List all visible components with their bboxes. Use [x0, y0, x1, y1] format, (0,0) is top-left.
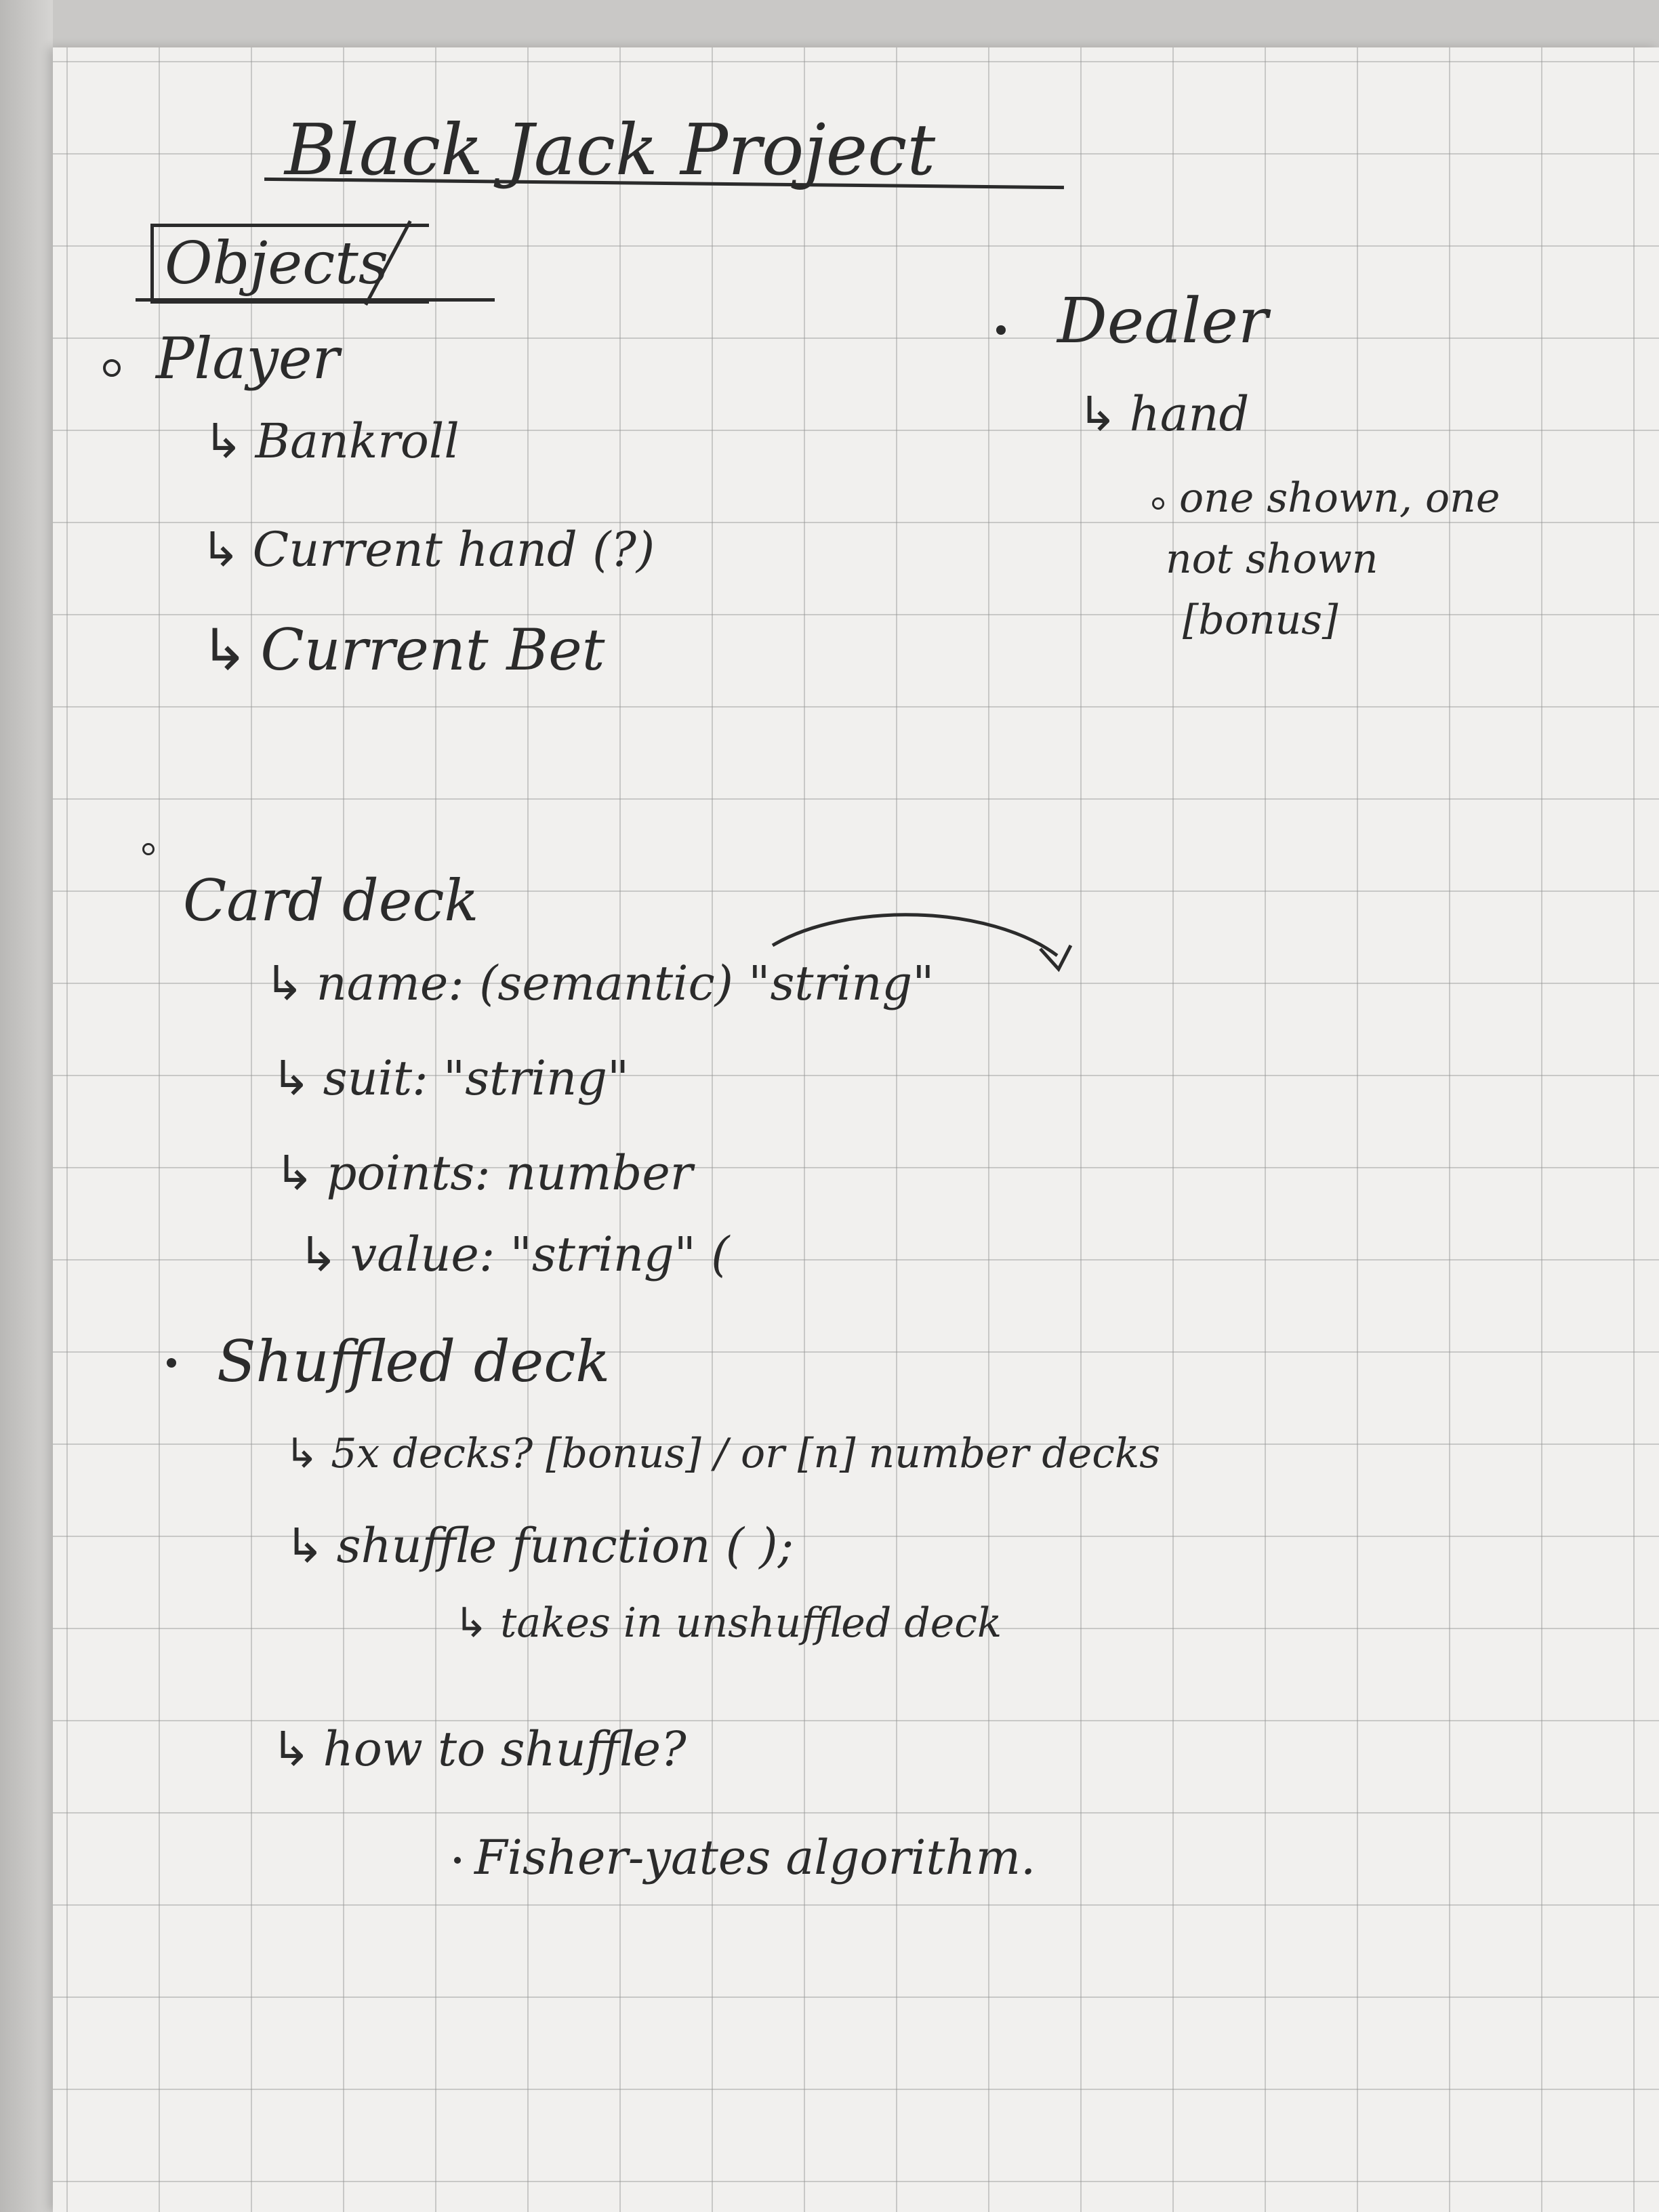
shuffled-sub-note: ↳takes in unshuffled deck — [454, 1599, 1002, 1647]
shuffled-item-function: ↳shuffle function ( ); — [285, 1518, 794, 1574]
arrow-icon: ↳ — [201, 617, 249, 683]
dealer-note-2: not shown — [1166, 535, 1378, 583]
grid-paper-page — [53, 47, 1659, 2212]
card-deck-label: Card deck — [183, 867, 479, 934]
card-deck-bullet — [142, 843, 155, 855]
dealer-bullet — [996, 325, 1006, 335]
card-field-suit: ↳suit: "string" — [271, 1050, 630, 1106]
notebook-spine — [0, 0, 53, 2212]
page-title: Black Jack Project — [285, 108, 936, 191]
shuffled-how-to: ↳how to shuffle? — [271, 1721, 687, 1777]
dealer-note-bonus: [bonus] — [1183, 596, 1338, 644]
curved-arrow-icon — [771, 913, 1073, 972]
algorithm-bullet — [454, 1857, 461, 1864]
dealer-note-1: one shown, one — [1179, 474, 1500, 522]
card-field-points: ↳points: number — [274, 1145, 693, 1201]
arrow-icon: ↳ — [285, 1430, 319, 1477]
player-item-current-bet: ↳Current Bet — [201, 617, 605, 683]
player-label: Player — [156, 325, 340, 392]
arrow-icon: ↳ — [203, 413, 243, 469]
objects-heading: Objects — [150, 224, 429, 304]
card-field-name: ↳name: (semantic) "string" — [264, 956, 935, 1011]
card-field-value: ↳value: "string" ( — [298, 1227, 730, 1282]
arrow-icon: ↳ — [201, 522, 241, 577]
player-item-bankroll: ↳Bankroll — [203, 413, 459, 469]
arrow-icon: ↳ — [454, 1599, 489, 1647]
arrow-icon: ↳ — [264, 956, 304, 1011]
arrow-icon: ↳ — [285, 1518, 325, 1574]
shuffled-deck-label: Shuffled deck — [217, 1328, 611, 1395]
shuffled-deck-bullet — [167, 1358, 176, 1368]
arrow-icon: ↳ — [271, 1721, 311, 1777]
player-bullet — [103, 359, 121, 377]
arrow-icon: ↳ — [271, 1050, 311, 1106]
dealer-item-hand: ↳hand — [1078, 386, 1250, 442]
arrow-icon: ↳ — [274, 1145, 314, 1201]
arrow-icon: ↳ — [1078, 386, 1118, 442]
dealer-label: Dealer — [1057, 285, 1268, 357]
shuffled-item-decks: ↳5x decks? [bonus] / or [n] number decks — [285, 1430, 1160, 1477]
heading-underline — [136, 298, 495, 302]
shuffle-algorithm: Fisher-yates algorithm. — [474, 1830, 1036, 1885]
dealer-note-bullet — [1152, 497, 1164, 510]
player-item-current-hand: ↳Current hand (?) — [201, 522, 655, 577]
arrow-icon: ↳ — [298, 1227, 338, 1282]
